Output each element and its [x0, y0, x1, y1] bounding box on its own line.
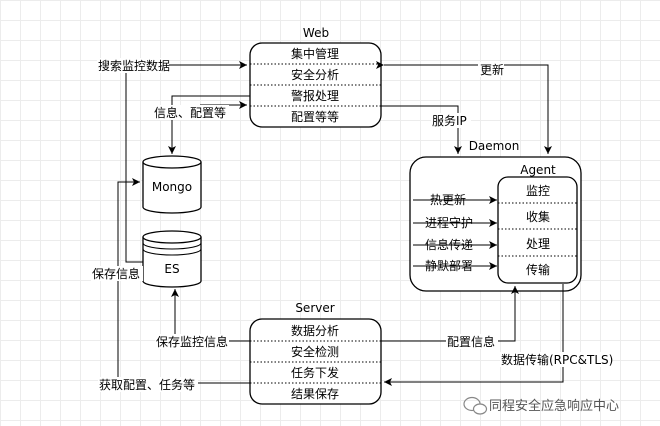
update-arrow: [376, 61, 552, 154]
es-database: ES: [142, 230, 202, 288]
daemon-func-arrows: [413, 196, 497, 270]
label-data-transfer: 数据传输(RPC&TLS): [501, 352, 613, 367]
data-transfer-arrow: [384, 284, 564, 386]
label-info-config: 信息、配置等: [154, 105, 226, 120]
server-item-result-saving: 结果保存: [291, 387, 339, 401]
config-info-arrow: [381, 286, 519, 342]
server-title: Server: [295, 301, 334, 315]
save-monitor-info-arrow: [171, 289, 250, 342]
label-save-info: 保存信息: [92, 266, 140, 281]
watermark: 同程安全应急响应中心: [463, 396, 619, 415]
web-item-security-analysis: 安全分析: [291, 67, 339, 82]
web-item-alert-handling: 警报处理: [291, 88, 339, 103]
label-save-monitor-info: 保存监控信息: [156, 334, 228, 349]
info-config-arrow: [168, 95, 250, 154]
label-get-config-tasks: 获取配置、任务等: [99, 377, 195, 392]
agent-item-collect: 收集: [526, 209, 550, 224]
agent-box: 监控 收集 处理 传输: [497, 176, 578, 284]
mongo-label: Mongo: [152, 180, 192, 194]
watermark-text: 同程安全应急响应中心: [489, 398, 619, 414]
agent-title: Agent: [520, 163, 556, 177]
wechat-icon: [463, 396, 488, 415]
web-item-centralized-management: 集中管理: [291, 46, 339, 61]
mongo-database: Mongo: [142, 155, 202, 214]
server-box: 数据分析 安全检测 任务下发 结果保存: [249, 318, 382, 405]
server-item-security-detection: 安全检测: [291, 344, 339, 359]
search-data-arrow: [125, 61, 247, 263]
label-config-info: 配置信息: [447, 334, 495, 349]
label-search-data: 搜索监控数据: [98, 58, 170, 73]
web-title: Web: [303, 26, 329, 40]
server-item-task-dispatch: 任务下发: [291, 365, 339, 380]
es-label: ES: [164, 262, 179, 276]
edge-labels: 搜索监控数据 信息、配置等 更新 服务IP 保存信息 保存监控信息 配置信息 获…: [91, 58, 613, 392]
web-item-config: 配置等等: [291, 110, 339, 124]
server-item-data-analysis: 数据分析: [291, 323, 339, 338]
web-box: 集中管理 安全分析 警报处理 配置等等: [249, 42, 382, 128]
daemon-title: Daemon: [469, 139, 520, 153]
agent-item-monitor: 监控: [526, 184, 550, 198]
label-update: 更新: [480, 62, 504, 77]
label-service-ip: 服务IP: [432, 113, 467, 128]
agent-item-process: 处理: [526, 237, 550, 251]
agent-item-transmit: 传输: [526, 262, 550, 277]
